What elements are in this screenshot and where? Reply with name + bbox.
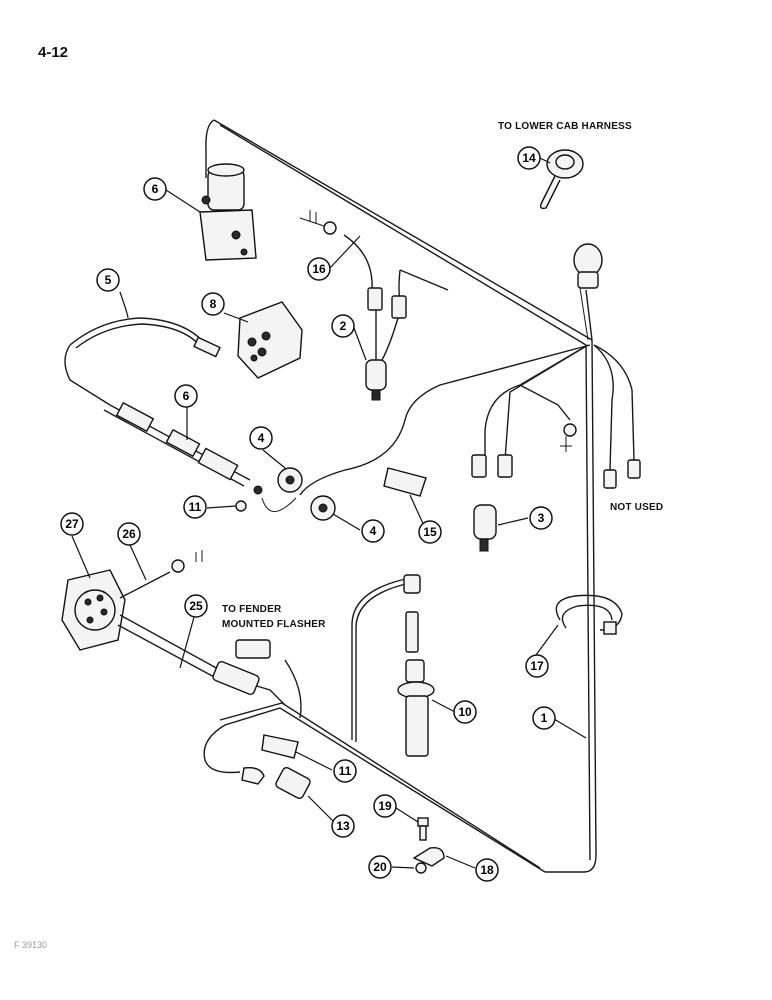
svg-text:6: 6 [183, 389, 190, 403]
leader-lines [71, 157, 587, 869]
lower-cab-connector [573, 243, 603, 289]
callout-27: 27 [60, 512, 84, 536]
svg-text:11: 11 [339, 764, 352, 778]
svg-text:14: 14 [522, 151, 536, 165]
callout-1: 1 [532, 706, 556, 730]
callout-13: 13 [331, 814, 355, 838]
svg-text:4: 4 [258, 431, 265, 445]
nut-20 [415, 862, 427, 874]
harness-25 [117, 614, 271, 696]
note-to-fender-line1: TO FENDER [222, 604, 282, 615]
ground-lead-26 [119, 550, 203, 599]
callout-3: 3 [529, 506, 553, 530]
callout-11: 11 [333, 759, 357, 783]
svg-text:10: 10 [458, 705, 472, 719]
svg-text:11: 11 [189, 500, 202, 514]
svg-text:8: 8 [210, 297, 217, 311]
callout-17: 17 [525, 654, 549, 678]
clip-18 [412, 847, 445, 867]
svg-text:17: 17 [530, 659, 544, 673]
callout-4-upper: 4 [249, 426, 273, 450]
cable-5 [64, 317, 221, 406]
callout-2: 2 [331, 314, 355, 338]
socket-27 [61, 569, 126, 651]
main-harness [203, 119, 635, 873]
svg-text:19: 19 [378, 799, 392, 813]
switch-4a [277, 467, 303, 493]
svg-text:1: 1 [541, 711, 548, 725]
note-to-fender-line2: MOUNTED FLASHER [222, 619, 326, 630]
callout-25: 25 [184, 594, 208, 618]
sender-13 [241, 766, 311, 800]
svg-text:16: 16 [312, 262, 326, 276]
ground-terminal-3 [560, 423, 577, 452]
sender-2 [365, 287, 407, 401]
footer-code: F 39130 [14, 940, 48, 950]
svg-text:20: 20 [373, 860, 387, 874]
callout-12: 11 [183, 495, 207, 519]
callout-16: 16 [307, 257, 331, 281]
callout-19: 19 [373, 794, 397, 818]
svg-text:13: 13 [336, 819, 350, 833]
svg-text:5: 5 [105, 273, 112, 287]
svg-text:3: 3 [538, 511, 545, 525]
svg-text:2: 2 [340, 319, 347, 333]
page-number: 4-12 [38, 44, 69, 61]
bracket-11 [261, 734, 299, 759]
callout-10: 10 [453, 700, 477, 724]
relay-8 [237, 301, 303, 379]
callout-5: 5 [96, 268, 120, 292]
svg-text:27: 27 [65, 517, 79, 531]
callout-18: 18 [475, 858, 499, 882]
svg-text:4: 4 [370, 524, 377, 538]
callout-26: 26 [117, 522, 141, 546]
svg-text:6: 6 [152, 182, 159, 196]
lead-6 [103, 401, 263, 495]
callout-6: 6 [174, 384, 198, 408]
screw-19 [417, 817, 429, 841]
bracket-15 [383, 467, 427, 497]
callout-8: 8 [201, 292, 225, 316]
note-to-lower-cab-harness: TO LOWER CAB HARNESS [498, 121, 632, 132]
callout-15: 15 [418, 520, 442, 544]
callout-4-lower: 4 [361, 519, 385, 543]
switch-4b [310, 495, 336, 521]
callout-20: 20 [368, 855, 392, 879]
nut-12 [235, 500, 247, 512]
callout-14: 14 [517, 146, 541, 170]
sender-10 [397, 574, 435, 757]
svg-text:26: 26 [122, 527, 136, 541]
strap-17 [555, 594, 623, 635]
solenoid-valve-7 [199, 163, 257, 261]
not-used-connectors [603, 459, 641, 489]
callout-7: 6 [143, 177, 167, 201]
svg-text:25: 25 [189, 599, 203, 613]
svg-text:15: 15 [423, 525, 437, 539]
note-not-used: NOT USED [610, 502, 664, 513]
svg-text:18: 18 [480, 863, 494, 877]
sender-3 [471, 454, 513, 552]
ground-terminal-16 [299, 210, 337, 235]
connector-14 [539, 149, 584, 210]
